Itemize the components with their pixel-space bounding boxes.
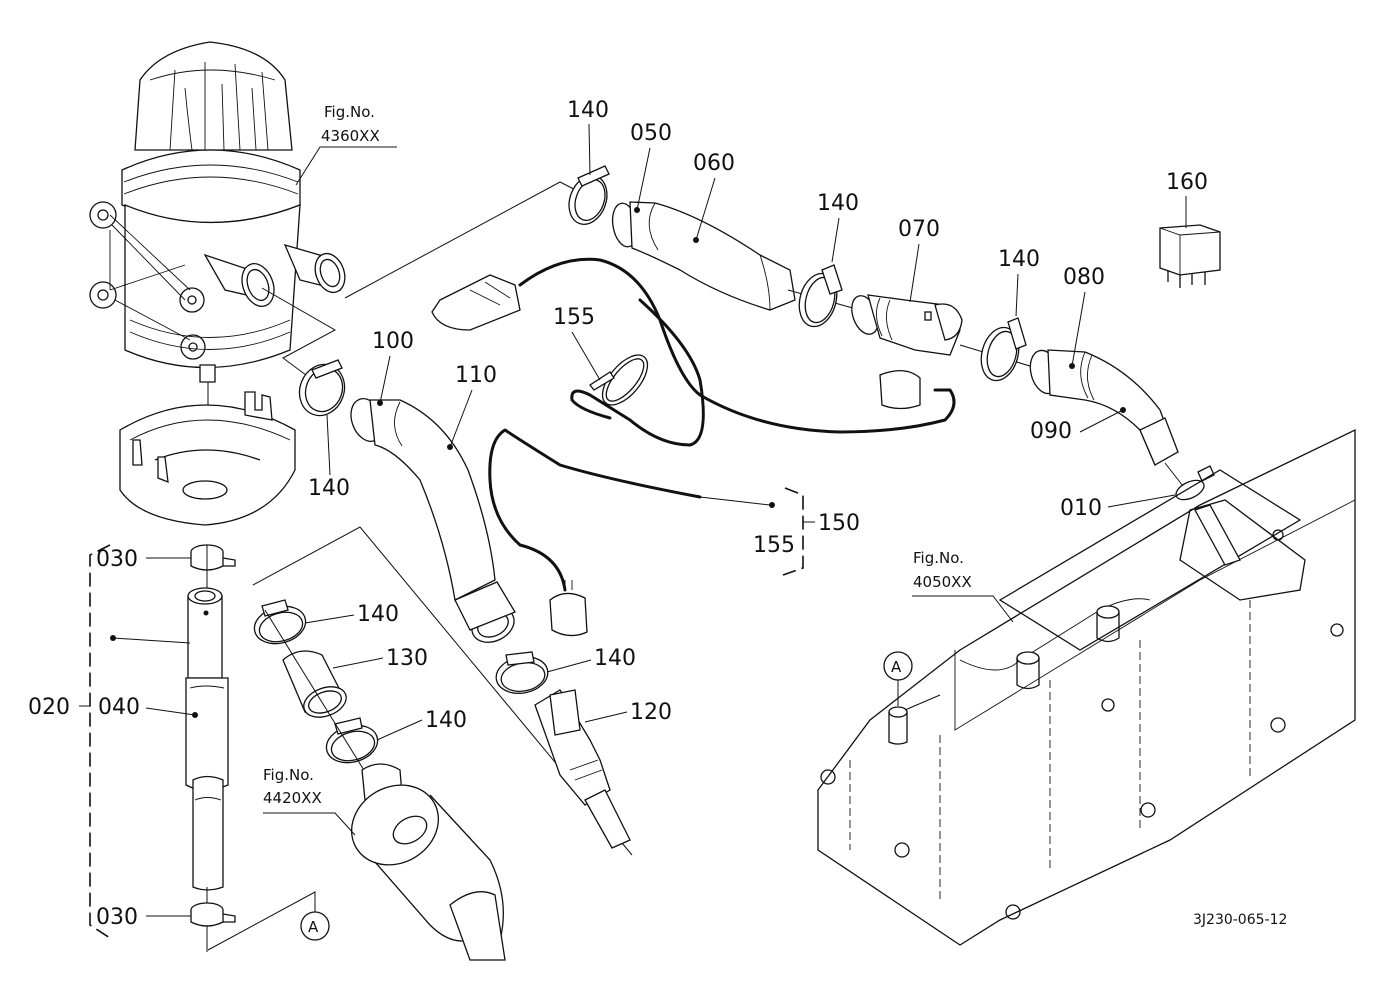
reference-mark-label: A (891, 658, 902, 676)
part-number-label: 140 (425, 708, 467, 733)
part-number-label: 160 (1166, 170, 1208, 195)
connector-end (879, 370, 921, 410)
hose-clamp-140-f (798, 264, 843, 328)
connector-plug (549, 580, 588, 637)
reference-mark-label: A (308, 918, 319, 936)
hose-clamp-140-d (495, 651, 549, 694)
hose-clamp-140-e (568, 165, 610, 225)
wiring-harness (431, 257, 956, 592)
part-number-label: 040 (98, 695, 140, 720)
part-number-label: 090 (1030, 419, 1072, 444)
part-number-label: 070 (898, 217, 940, 242)
part-number-label: 120 (630, 700, 672, 725)
oil-separator-assembly (89, 41, 346, 383)
callout-155-a[interactable]: 155 (553, 305, 601, 381)
rocker-cover (817, 428, 1356, 946)
cable-tie-155 (589, 354, 649, 406)
callout-155-b[interactable]: 155 (753, 533, 795, 558)
callout-050[interactable]: 050 (630, 121, 672, 213)
figure-ref-label: Fig.No. (263, 766, 314, 784)
part-number-label: 150 (818, 511, 860, 536)
callout-160[interactable]: 160 (1166, 170, 1208, 228)
figure-ref-4050xx[interactable]: Fig.No. 4050XX (912, 549, 1014, 623)
part-number-label: 140 (357, 602, 399, 627)
part-number-label: 155 (553, 305, 595, 330)
callout-100[interactable]: 100 (372, 329, 414, 406)
callout-040[interactable]: 040 (98, 610, 209, 721)
part-number-label: 110 (455, 363, 497, 388)
part-number-label: 100 (372, 329, 414, 354)
hose-clamp-140-b (253, 599, 307, 645)
part-number-label: 130 (386, 646, 428, 671)
separator-base-cover (119, 391, 296, 526)
hose-130 (282, 650, 347, 718)
hose-110 (350, 398, 516, 643)
callout-140-c[interactable]: 140 (376, 708, 467, 741)
callout-140-e[interactable]: 140 (567, 98, 609, 176)
reference-mark-a-left[interactable]: A (207, 891, 330, 951)
callout-060[interactable]: 060 (693, 151, 735, 243)
callout-120[interactable]: 120 (584, 700, 672, 725)
callout-140-a[interactable]: 140 (308, 414, 350, 501)
hose-clip-010 (1175, 465, 1215, 501)
figure-ref-4420xx[interactable]: Fig.No. 4420XX (263, 766, 356, 836)
part-number-label: 140 (817, 191, 859, 216)
callout-030-bottom[interactable]: 030 (96, 905, 191, 930)
figure-ref-label: Fig.No. (913, 549, 964, 567)
hose-clamp-140-c (325, 717, 379, 764)
part-number-label: 140 (594, 646, 636, 671)
callout-010[interactable]: 010 (1060, 494, 1176, 521)
hose-090 (1029, 349, 1179, 467)
part-number-label: 050 (630, 121, 672, 146)
part-number-label: 155 (753, 533, 795, 558)
figure-ref-number: 4050XX (913, 573, 972, 591)
reference-mark-a-right[interactable]: A (883, 651, 941, 711)
part-number-label: 140 (308, 476, 350, 501)
figure-ref-number: 4360XX (321, 127, 380, 145)
callout-090[interactable]: 090 (1030, 407, 1126, 444)
callout-140-g[interactable]: 140 (998, 247, 1040, 317)
callout-140-f[interactable]: 140 (817, 191, 859, 263)
callout-140-d[interactable]: 140 (546, 646, 636, 673)
figure-ref-label: Fig.No. (324, 103, 375, 121)
figure-ref-number: 4420XX (263, 789, 322, 807)
part-number-label: 030 (96, 547, 138, 572)
drawing-code: 3J230-065-12 (1193, 912, 1287, 928)
hose-060 (611, 201, 796, 311)
callout-080[interactable]: 080 (1063, 265, 1105, 369)
part-number-label: 010 (1060, 496, 1102, 521)
callout-110[interactable]: 110 (447, 363, 497, 450)
hose-clamp-140 (298, 359, 346, 417)
part-number-label: 080 (1063, 265, 1105, 290)
hose-assembly-020[interactable] (89, 544, 236, 952)
callout-020[interactable]: 020 (28, 695, 90, 720)
relay-160 (1159, 224, 1221, 288)
part-number-label: 030 (96, 905, 138, 930)
callout-070[interactable]: 070 (898, 217, 940, 303)
valve-070 (851, 294, 963, 356)
callout-030-top[interactable]: 030 (96, 547, 191, 572)
figure-ref-4360xx[interactable]: Fig.No. 4360XX (295, 103, 397, 186)
hose-clamp-140-g (980, 317, 1027, 382)
figure-ref-4420xx-part (350, 763, 506, 961)
callout-150[interactable]: 150 (699, 487, 860, 576)
sensor-120 (534, 689, 631, 849)
part-number-label: 060 (693, 151, 735, 176)
part-number-label: 140 (567, 98, 609, 123)
part-number-label: 140 (998, 247, 1040, 272)
part-number-label: 020 (28, 695, 70, 720)
callout-140-b[interactable]: 140 (304, 602, 399, 627)
callout-130[interactable]: 130 (332, 646, 428, 671)
